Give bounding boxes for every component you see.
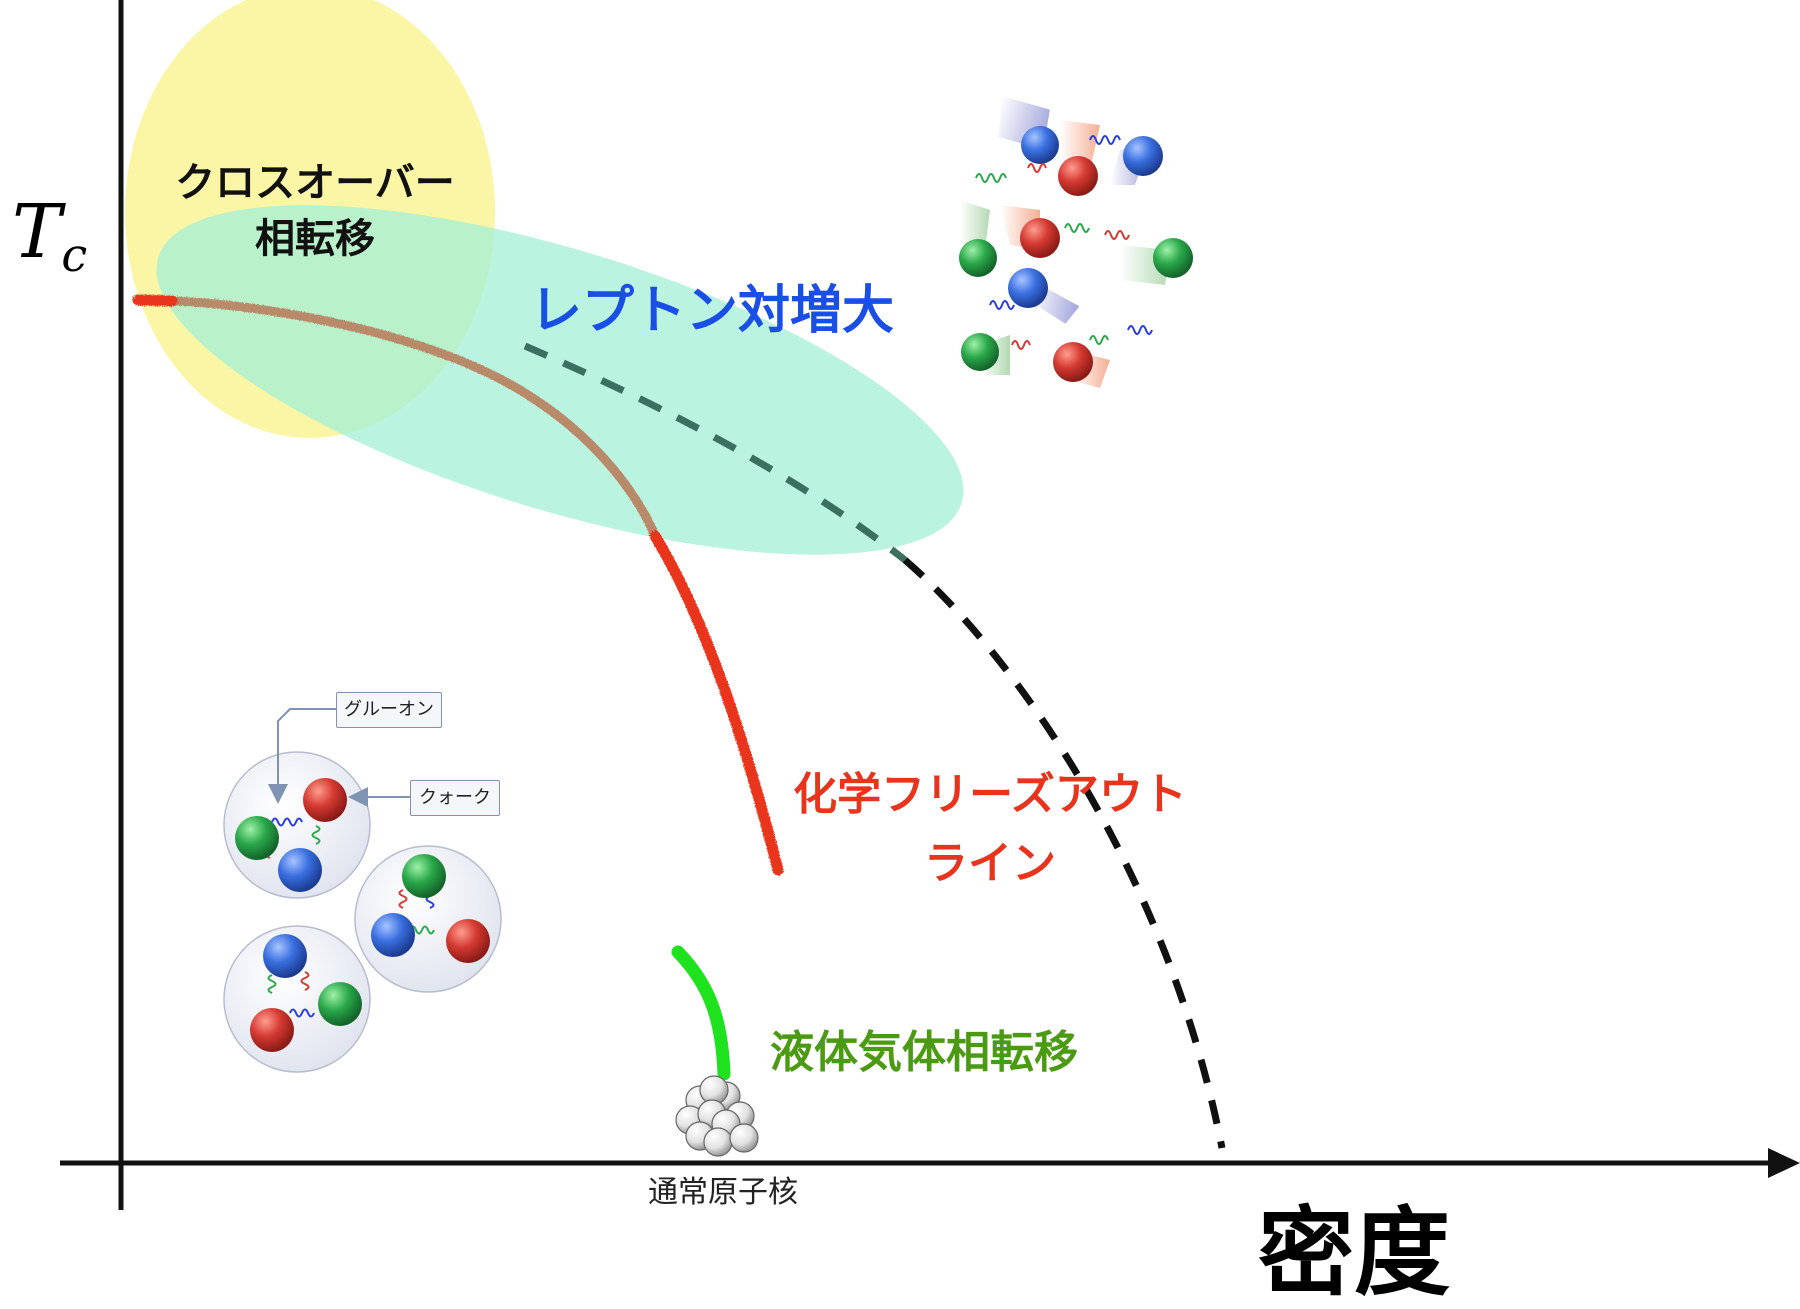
hadron-illustration bbox=[215, 670, 515, 1073]
nucleus-label: 通常原子核 bbox=[648, 1175, 798, 1210]
liquid-gas-line bbox=[671, 945, 731, 1081]
freezeout-label-line2: ライン bbox=[924, 837, 1056, 889]
crossover-label: クロスオーバー 相転移 bbox=[150, 160, 480, 262]
crossover-label-line2: 相転移 bbox=[255, 216, 375, 262]
x-axis-label: 密度 bbox=[1258, 1197, 1450, 1309]
y-axis-label: Tc bbox=[12, 189, 88, 282]
crossover-label-line1: クロスオーバー bbox=[175, 160, 455, 206]
y-axis-label-subscript: c bbox=[61, 228, 88, 282]
x-axis-arrowhead bbox=[1768, 1148, 1800, 1178]
lepton-pair-label: レプトン対増大 bbox=[530, 281, 895, 341]
freezeout-label-line1: 化学フリーズアウト bbox=[793, 769, 1187, 820]
dashed-boundary bbox=[902, 557, 1226, 1149]
freezeout-line bbox=[132, 294, 784, 876]
dashed-boundary-in-region bbox=[523, 342, 908, 563]
quark-callout: クォーク bbox=[410, 780, 500, 816]
gluon-callout: グルーオン bbox=[336, 692, 442, 728]
freezeout-label: 化学フリーズアウト ライン bbox=[780, 769, 1200, 889]
quark-gluon-plasma-illustration bbox=[940, 60, 1210, 390]
gluon-callout-arrow bbox=[268, 708, 336, 804]
nucleus-cluster-icon bbox=[675, 1075, 759, 1157]
liquid-gas-label: 液体気体相転移 bbox=[770, 1027, 1078, 1078]
